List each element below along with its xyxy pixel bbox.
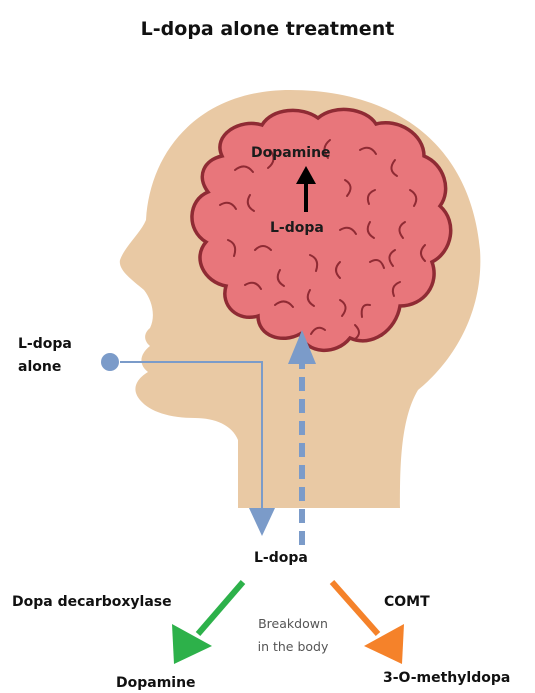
l-dopa-pill (101, 353, 119, 371)
breakdown-label-line-2: in the body (238, 635, 348, 658)
left-enzyme-label: Dopa decarboxylase (12, 594, 172, 610)
decarboxylase-arrow-shaft (198, 582, 243, 634)
left-product-label: Dopamine (116, 675, 196, 691)
intake-label: L-dopa alone (18, 333, 72, 379)
breakdown-label: Breakdown in the body (238, 612, 348, 658)
comt-arrow-head (364, 624, 404, 664)
right-enzyme-label: COMT (384, 594, 430, 610)
breakdown-label-line-1: Breakdown (238, 612, 348, 635)
diagram-title: L-dopa alone treatment (0, 18, 535, 40)
brain-l-dopa-label: L-dopa (270, 220, 324, 236)
intake-label-line-2: alone (18, 356, 72, 379)
center-l-dopa-label: L-dopa (254, 550, 308, 566)
right-product-label: 3-O-methyldopa (383, 670, 510, 686)
brain-dopamine-label: Dopamine (251, 145, 331, 161)
intake-arrow-head (249, 508, 275, 536)
decarboxylase-arrow-head (172, 624, 212, 664)
intake-label-line-1: L-dopa (18, 333, 72, 356)
